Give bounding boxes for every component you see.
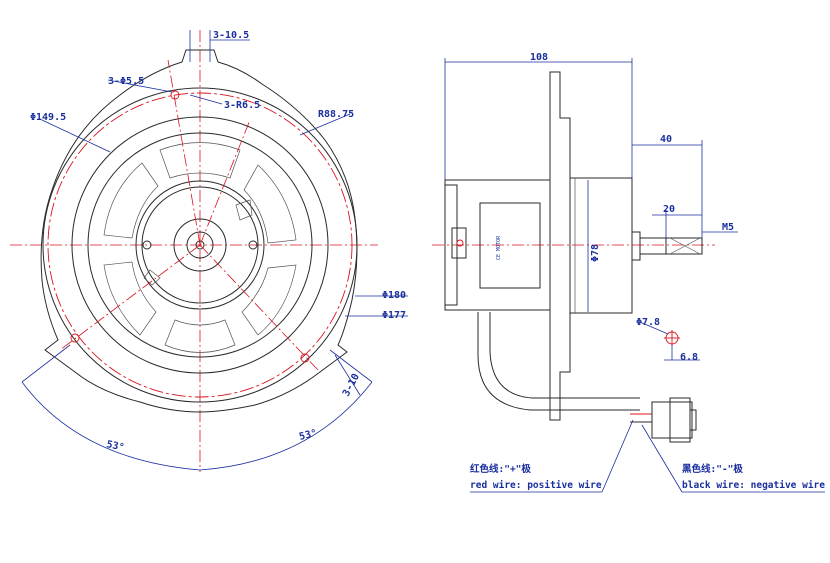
- spoke-window: [103, 261, 157, 336]
- motor-label-marking: CE MOTOR: [496, 235, 502, 260]
- shaft: [639, 237, 667, 255]
- mounting-flange-outline: [40, 49, 358, 413]
- hole-radial-line: [199, 244, 319, 371]
- front-dimension-leaders: [41, 30, 408, 396]
- motor-body-right: [569, 177, 633, 314]
- angle-leader-left: [21, 344, 71, 383]
- spoke-window: [159, 142, 241, 179]
- motor-label: [479, 202, 541, 289]
- hub-screw-left: [142, 240, 152, 250]
- black-wire-note-cn: 黑色线:"-"极: [682, 463, 743, 475]
- dim-slot-side: 3-10: [341, 372, 362, 398]
- black-wire-note-en: black wire: negative wire: [682, 480, 825, 491]
- dim-top-slot: 3-10.5: [213, 30, 249, 41]
- dim-flange-dia: Φ180: [382, 290, 406, 301]
- angle-leader-right: [329, 349, 373, 383]
- hole-radial-line: [199, 119, 251, 246]
- shaft-thread: [665, 237, 703, 255]
- thread-line: [669, 237, 701, 255]
- hub-inner-circle: [141, 186, 259, 304]
- dim-outer-radius: R88.75: [318, 109, 354, 120]
- red-wire-leader: [601, 419, 634, 493]
- mounting-plate: [549, 71, 571, 421]
- dim-pcd-dia: Φ177: [382, 310, 406, 321]
- outer-ring-circle: [42, 87, 358, 403]
- mount-hole-right: [300, 353, 310, 363]
- spoke-windows: [103, 142, 297, 353]
- dim-inner-dia: Φ149.5: [30, 112, 66, 123]
- side-dimension-lines: [444, 58, 825, 493]
- fan-inner-circle: [87, 132, 313, 358]
- side-view: CE MOTOR: [432, 71, 715, 443]
- mount-hole-leader: [639, 321, 669, 335]
- dim-body-dia: Φ78: [590, 244, 601, 262]
- dim-thread: M5: [722, 222, 734, 233]
- shaft-boss-circle: [173, 218, 227, 272]
- angle-arc-right: [199, 381, 373, 471]
- red-wire-note-cn: 红色线:"+"极: [470, 463, 531, 475]
- shaft-center-circle: [195, 240, 205, 250]
- black-wire-leader: [641, 424, 683, 493]
- dim-mount-offset: 6.8: [680, 352, 698, 363]
- front-connector-box: [451, 227, 467, 259]
- wire-connector: [651, 401, 693, 439]
- hub-notch: [143, 269, 161, 286]
- red-wire-note-en: red wire: positive wire: [470, 480, 602, 491]
- hub-screw-right: [248, 240, 258, 250]
- dim-mount-hole: Φ7.8: [636, 317, 660, 328]
- outer-radius-leader: [299, 113, 351, 136]
- hole-radial-line: [167, 59, 201, 246]
- front-view: [10, 30, 378, 472]
- cable-inner: [489, 312, 640, 399]
- dim-flat-length: 20: [663, 204, 675, 215]
- inner-dia-leader: [41, 119, 111, 153]
- angle-label-left: 53°: [105, 439, 125, 454]
- wire-connector-tip: [689, 409, 697, 431]
- spoke-window: [243, 164, 297, 244]
- spoke-window: [164, 319, 236, 353]
- fan-housing-circle: [71, 116, 329, 374]
- slot-side-leader: [334, 354, 361, 396]
- shaft-circle: [186, 231, 214, 259]
- angle-arc-left: [21, 381, 201, 471]
- hole-radius-leader: [189, 94, 223, 105]
- hub-circle: [135, 180, 265, 310]
- angle-label-right: 53°: [298, 428, 318, 443]
- holes-leader: [107, 79, 173, 93]
- wire-connector-latch: [669, 397, 691, 443]
- mount-hole-left: [70, 333, 80, 343]
- dim-overall-length: 108: [530, 52, 548, 63]
- spoke-window: [241, 264, 297, 336]
- spoke-window: [103, 162, 159, 239]
- shaft-collar: [631, 231, 641, 261]
- motor-endcap: [444, 184, 458, 306]
- front-connector-dot: [456, 239, 464, 247]
- dim-shaft-length: 40: [660, 134, 672, 145]
- hub-notch: [235, 199, 253, 221]
- pcd-circle-red: [47, 92, 353, 398]
- dim-hole-radius: 3-R6.5: [224, 100, 260, 111]
- cable: [477, 312, 640, 411]
- hole-radial-line: [59, 244, 201, 351]
- dim-holes: 3-Φ5.5: [108, 76, 144, 87]
